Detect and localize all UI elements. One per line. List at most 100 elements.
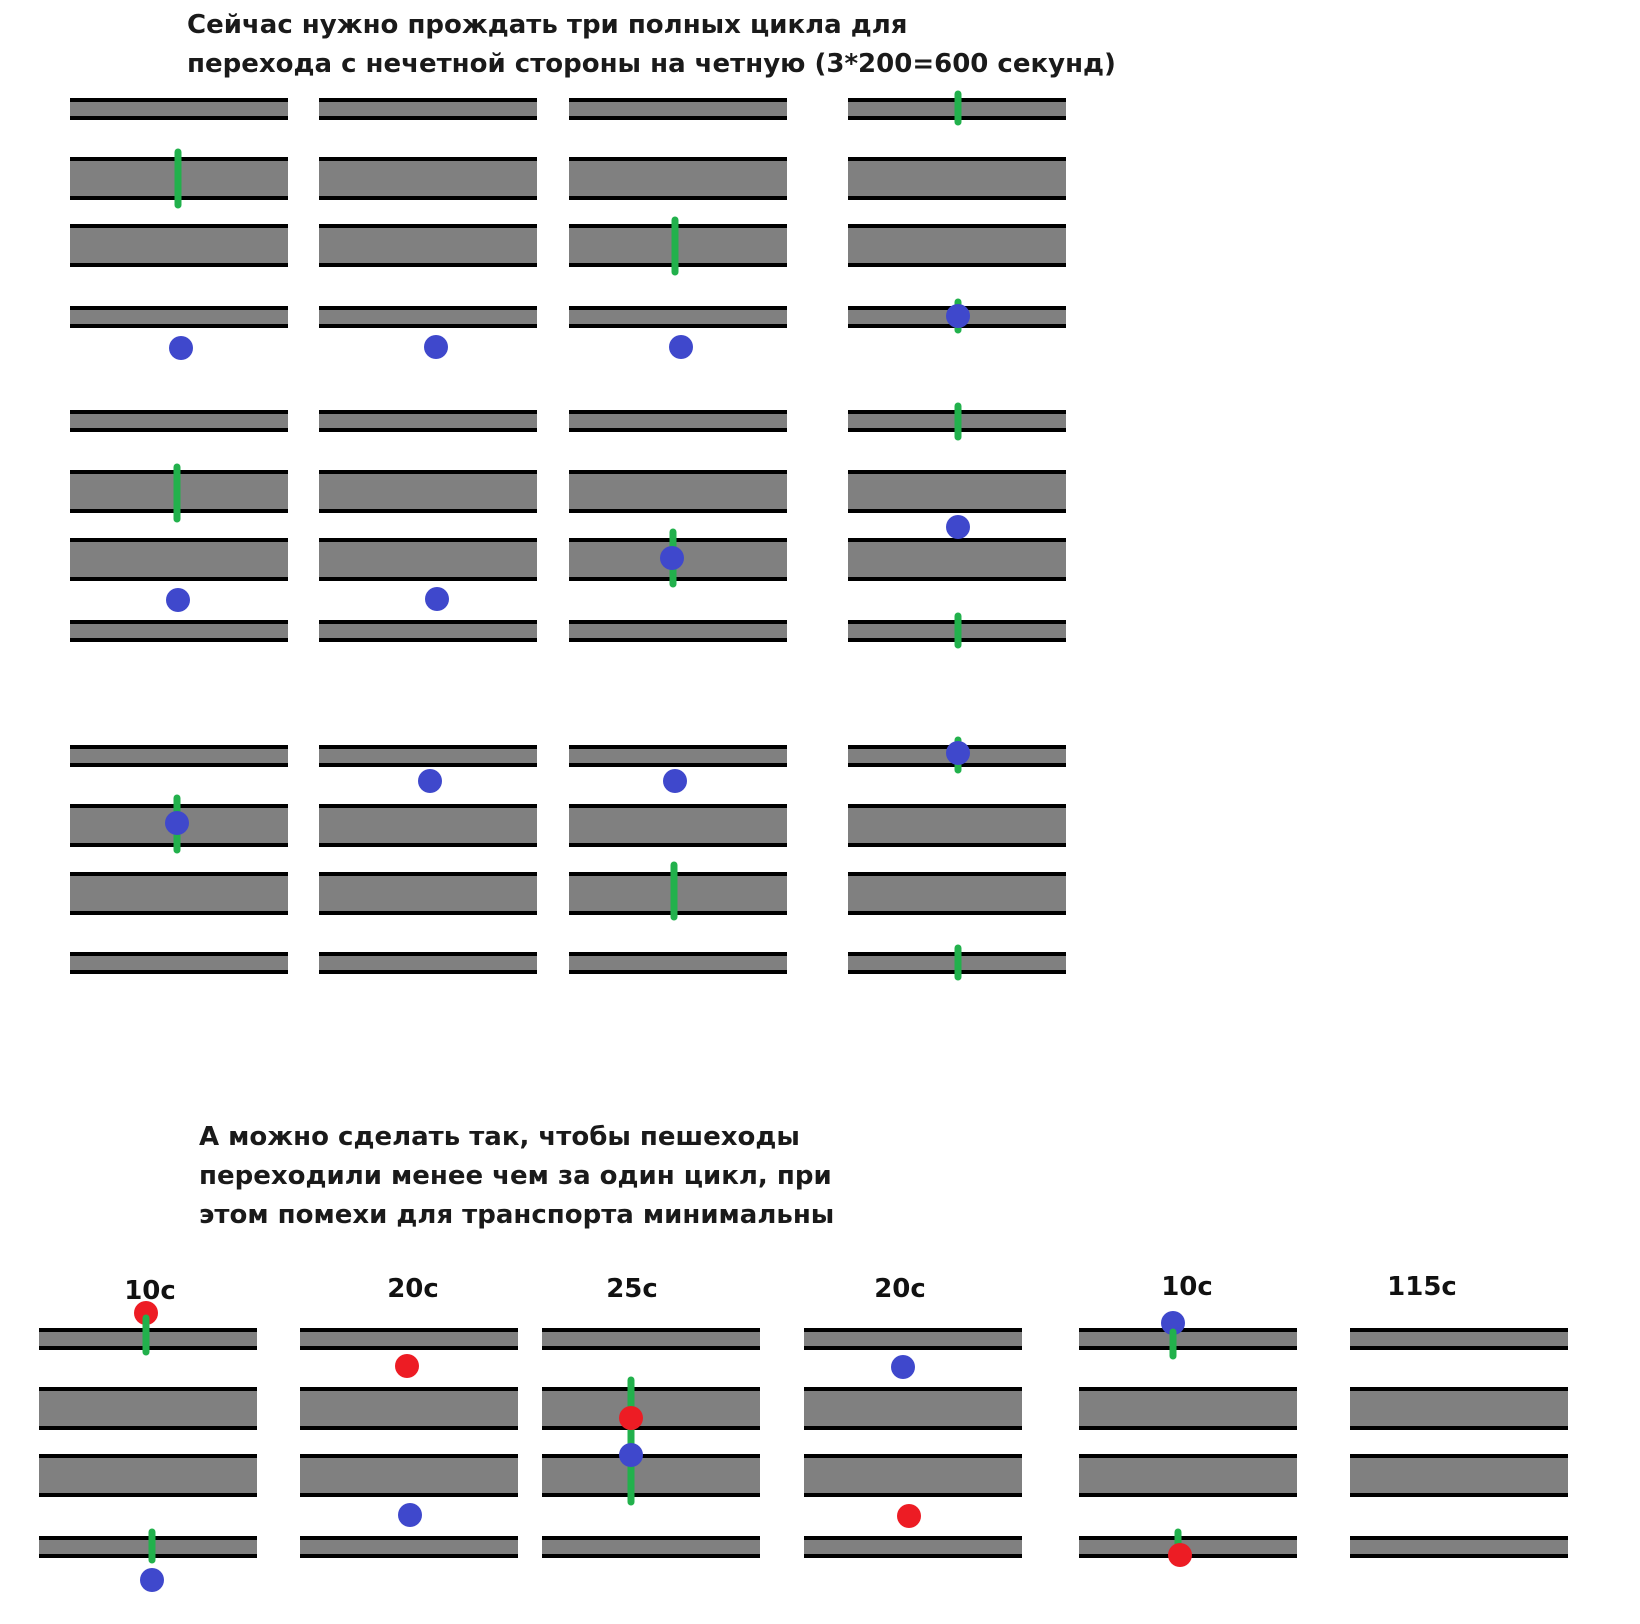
current-r2-c2-thin-strip-bottom-edge-bottom — [319, 638, 537, 642]
current-r2-c3-thin-strip-top — [569, 410, 787, 432]
phase-6-thin-strip-bottom — [1350, 1536, 1568, 1558]
phase-4-road-lower — [804, 1454, 1022, 1497]
current-r2-c2-thin-strip-bottom — [319, 620, 537, 642]
current-r2-c2-thin-strip-top-edge-top — [319, 410, 537, 414]
current-r1-c1-pedestrian-blue — [169, 336, 193, 360]
current-r2-c3-road-upper — [569, 470, 787, 513]
current-r2-c3-thin-strip-bottom-edge-bottom — [569, 638, 787, 642]
phase-5-thin-strip-top-edge-bottom — [1079, 1346, 1297, 1350]
phase-1-top-pedestrian-red — [134, 1301, 158, 1325]
current-r3-c2-thin-strip-top — [319, 745, 537, 767]
current-r2-c4-road-upper-edge-bottom — [848, 509, 1066, 513]
current-r1-c1-thin-strip-bottom-edge-bottom — [70, 324, 288, 328]
current-r1-c1-road-lower-edge-bottom — [70, 263, 288, 267]
current-r1-c4-road-lower — [848, 224, 1066, 267]
current-r3-c3-thin-strip-top — [569, 745, 787, 767]
current-r1-c1-thin-strip-top-edge-top — [70, 98, 288, 102]
current-r1-c4-road-upper-edge-top — [848, 157, 1066, 161]
current-r3-c4-road-lower-edge-top — [848, 872, 1066, 876]
current-r3-c4-pedestrian-blue — [946, 741, 970, 765]
phase-1-bottom-pedestrian-blue — [140, 1568, 164, 1592]
current-r3-c3-thin-strip-top-edge-top — [569, 745, 787, 749]
current-r3-c4-road-upper-edge-bottom — [848, 843, 1066, 847]
current-r1-c2-road-lower — [319, 224, 537, 267]
current-r2-c4-road-lower-edge-top — [848, 538, 1066, 542]
current-r1-c3-thin-strip-top — [569, 98, 787, 120]
phase-2-upper-pedestrian-red — [395, 1354, 419, 1378]
current-r1-c2-road-upper-edge-bottom — [319, 196, 537, 200]
current-r2-c4-road-lower — [848, 538, 1066, 581]
current-r1-c3-thin-strip-top-edge-top — [569, 98, 787, 102]
phase-1-road-lower-edge-bottom — [39, 1493, 257, 1497]
current-r1-c4-road-lower-edge-top — [848, 224, 1066, 228]
current-r3-c3-road-lower-edge-top — [569, 872, 787, 876]
duration-label-phase-5: 10с — [1161, 1272, 1213, 1302]
current-r1-c2-pedestrian-blue — [424, 335, 448, 359]
current-r1-c2-road-upper — [319, 157, 537, 200]
current-r1-c2-thin-strip-bottom-edge-bottom — [319, 324, 537, 328]
phase-1-road-upper — [39, 1387, 257, 1430]
current-r3-c2-road-upper-edge-top — [319, 804, 537, 808]
current-r1-c3-road-upper — [569, 157, 787, 200]
phase-6-thin-strip-top-edge-bottom — [1350, 1346, 1568, 1350]
phase-5-top-pedestrian-blue — [1161, 1311, 1185, 1335]
current-r3-c2-thin-strip-bottom-edge-bottom — [319, 970, 537, 974]
phase-4-thin-strip-top-edge-bottom — [804, 1346, 1022, 1350]
phase-2-road-upper-edge-top — [300, 1387, 518, 1391]
current-r3-c2-pedestrian-blue — [418, 769, 442, 793]
current-r3-c1-thin-strip-top — [70, 745, 288, 767]
current-r1-c2-thin-strip-top — [319, 98, 537, 120]
phase-3-lower-pedestrian-blue — [619, 1443, 643, 1467]
current-r1-c3-road-upper-edge-top — [569, 157, 787, 161]
phase-4-thin-strip-top-edge-top — [804, 1328, 1022, 1332]
phase-2-road-lower — [300, 1454, 518, 1497]
current-r3-c2-road-lower-edge-bottom — [319, 911, 537, 915]
current-r2-c1-thin-strip-bottom-edge-top — [70, 620, 288, 624]
phase-3-upper-pedestrian-red — [619, 1406, 643, 1430]
phase-4-road-upper-edge-top — [804, 1387, 1022, 1391]
phase-2-thin-strip-bottom — [300, 1536, 518, 1558]
bottom-caption-line-1: А можно сделать так, чтобы пешеходы — [199, 1122, 800, 1152]
phase-6-road-upper — [1350, 1387, 1568, 1430]
current-r2-c2-road-lower-edge-top — [319, 538, 537, 542]
current-r2-c2-pedestrian-blue — [425, 587, 449, 611]
phase-4-road-lower-edge-bottom — [804, 1493, 1022, 1497]
current-r2-c4-road-lower-edge-bottom — [848, 577, 1066, 581]
duration-label-phase-1: 10с — [124, 1276, 176, 1306]
current-r3-c4-road-lower-edge-bottom — [848, 911, 1066, 915]
current-r1-c1-road-lower-edge-top — [70, 224, 288, 228]
phase-3-thin-strip-bottom-edge-bottom — [542, 1554, 760, 1558]
current-r1-c2-road-lower-edge-top — [319, 224, 537, 228]
current-r1-c3-thin-strip-bottom-edge-bottom — [569, 324, 787, 328]
current-r3-c3-pedestrian-blue — [663, 769, 687, 793]
phase-3-road-upper-edge-top — [542, 1387, 760, 1391]
phase-1-road-upper-edge-top — [39, 1387, 257, 1391]
phase-3-road-upper-edge-bottom — [542, 1426, 760, 1430]
current-r3-c1-pedestrian-blue — [165, 811, 189, 835]
phase-3-thin-strip-top — [542, 1328, 760, 1350]
current-r2-c3-thin-strip-bottom — [569, 620, 787, 642]
phase-5-road-lower — [1079, 1454, 1297, 1497]
current-r3-c4-road-upper-edge-top — [848, 804, 1066, 808]
current-r3-c3-thin-strip-top-edge-bottom — [569, 763, 787, 767]
current-r2-c2-road-upper-edge-bottom — [319, 509, 537, 513]
current-r2-c1-pedestrian-blue — [166, 588, 190, 612]
current-r2-c3-thin-strip-top-edge-top — [569, 410, 787, 414]
current-r3-c1-thin-strip-bottom-edge-top — [70, 952, 288, 956]
phase-6-thin-strip-top-edge-top — [1350, 1328, 1568, 1332]
current-r1-c4-pedestrian-blue — [946, 304, 970, 328]
current-r3-c2-thin-strip-bottom — [319, 952, 537, 974]
duration-label-phase-2: 20с — [387, 1274, 439, 1304]
current-r3-c3-road-lower — [569, 872, 787, 915]
current-r1-c4-road-upper-edge-bottom — [848, 196, 1066, 200]
current-r3-c2-road-lower-edge-top — [319, 872, 537, 876]
phase-1-thin-strip-bottom-edge-top — [39, 1536, 257, 1540]
phase-3-road-lower-edge-bottom — [542, 1493, 760, 1497]
current-r2-c1-thin-strip-bottom-edge-bottom — [70, 638, 288, 642]
current-r2-c1-thin-strip-bottom — [70, 620, 288, 642]
current-r1-c4-road-upper — [848, 157, 1066, 200]
current-r1-c3-thin-strip-bottom-edge-top — [569, 306, 787, 310]
current-r3-c1-thin-strip-top-edge-top — [70, 745, 288, 749]
phase-6-road-lower-edge-bottom — [1350, 1493, 1568, 1497]
